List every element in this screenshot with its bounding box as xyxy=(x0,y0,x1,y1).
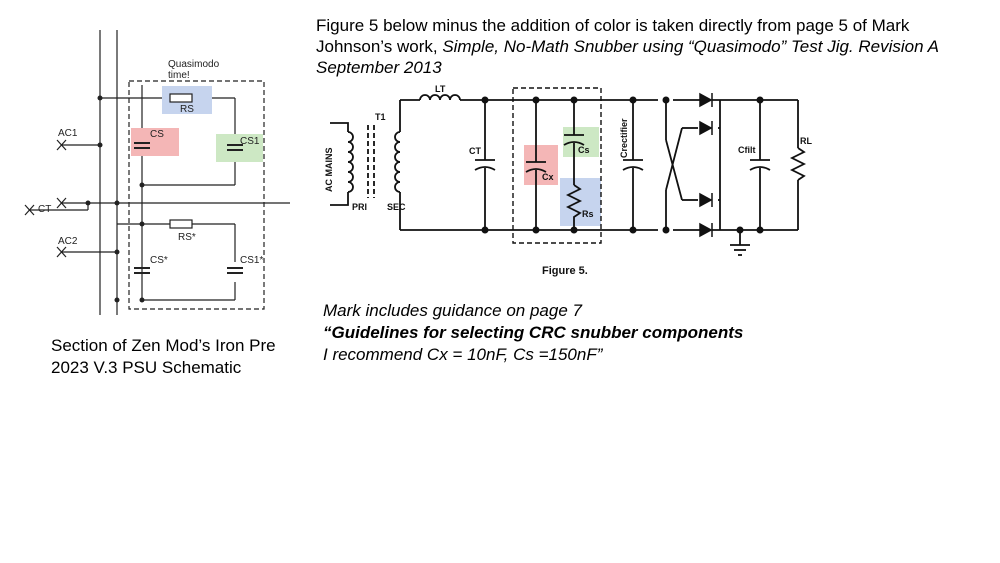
left-caption-line-1: Section of Zen Mod’s Iron Pre xyxy=(51,336,276,355)
sec-label: SEC xyxy=(387,202,406,212)
caption-line-3: September 2013 xyxy=(316,58,442,77)
cs1-label: CS1 xyxy=(240,136,260,147)
notes-line-1: Mark includes guidance on page 7 xyxy=(323,301,582,320)
cs1-star-label: CS1* xyxy=(240,255,263,266)
rs-label: RS xyxy=(180,104,194,115)
figure-caption: Figure 5 below minus the addition of col… xyxy=(316,15,996,78)
caption-line-1: Figure 5 below minus the addition of col… xyxy=(316,16,910,35)
rs-highlight-fig5 xyxy=(560,178,601,226)
diode-top-icon xyxy=(699,92,713,108)
figure-5-schematic: LT T1 AC MAINS PRI SEC CT Cx Cs Rs Crect… xyxy=(324,84,812,277)
cx-label: Cx xyxy=(542,172,554,182)
diode-lower-icon xyxy=(699,192,713,208)
rs-star-label: RS* xyxy=(178,232,196,243)
notes-line-2: “Guidelines for selecting CRC snubber co… xyxy=(323,323,744,342)
rs-label-fig5: Rs xyxy=(582,209,594,219)
rl-label: RL xyxy=(800,136,812,146)
cx-highlight xyxy=(524,145,558,185)
quasimodo-label-1: Quasimodo xyxy=(168,59,220,70)
left-schematic-caption: Section of Zen Mod’s Iron Pre 2023 V.3 P… xyxy=(51,335,311,379)
pri-label: PRI xyxy=(352,202,367,212)
ac-mains-label: AC MAINS xyxy=(324,148,334,193)
ac2-label: AC2 xyxy=(58,236,78,247)
diode-upper-icon xyxy=(699,120,713,136)
ac1-label: AC1 xyxy=(58,128,78,139)
notes-line-3: I recommend Cx = 10nF, Cs =150nF” xyxy=(323,345,603,364)
t1-label: T1 xyxy=(375,112,386,122)
rs-star-resistor-icon xyxy=(169,219,193,229)
cs1-highlight xyxy=(216,134,263,162)
rs-resistor-icon xyxy=(169,93,193,103)
cs-label-fig5: Cs xyxy=(578,145,590,155)
left-caption-line-2: 2023 V.3 PSU Schematic xyxy=(51,358,242,377)
caption-line-2-italic: Simple, No-Math Snubber using “Quasimodo… xyxy=(442,37,939,56)
caption-line-2-plain: Johnson’s work, xyxy=(316,37,443,56)
figure-5-label: Figure 5. xyxy=(542,265,588,277)
quasimodo-label-2: time! xyxy=(168,70,190,81)
diode-bottom-icon xyxy=(699,222,713,238)
cs-label: CS xyxy=(150,129,164,140)
caption-line-2: Johnson’s work, Simple, No-Math Snubber … xyxy=(316,36,996,57)
ct-label: CT xyxy=(38,204,51,215)
cs-star-label: CS* xyxy=(150,255,168,266)
cfilt-label: Cfilt xyxy=(738,145,756,155)
guidance-notes: Mark includes guidance on page 7 “Guidel… xyxy=(323,300,743,366)
left-psu-schematic: Quasimodo time! RS CS CS1 AC1 CT AC2 RS*… xyxy=(24,30,290,315)
crectifier-label: Crectifier xyxy=(619,118,629,158)
ct-label-fig5: CT xyxy=(469,146,481,156)
lt-label: LT xyxy=(435,84,446,94)
